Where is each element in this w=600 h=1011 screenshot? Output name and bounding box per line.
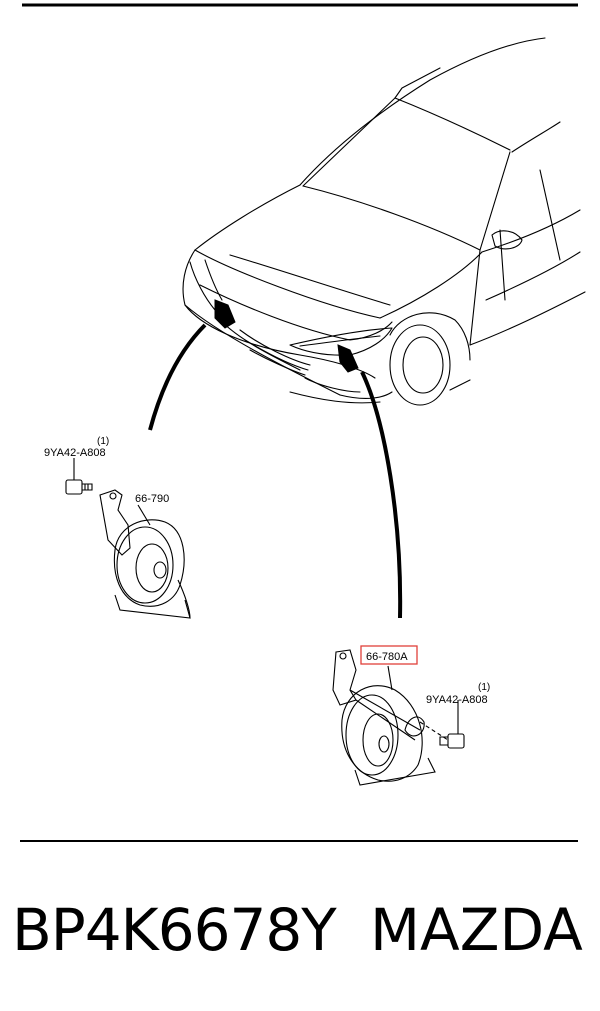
car-illustration [182,37,586,406]
right-horn-illustration [332,649,465,786]
right-horn-bolt-label: 9YA42-A808 [426,694,488,706]
right-horn-part-label: 66-780A [366,651,408,663]
left-horn-bolt-qty: (1) [97,436,109,447]
right-horn-part-highlight [360,645,418,665]
left-horn-part-label: 66-790 [135,493,169,505]
car-horn-locations [214,299,359,373]
left-horn-bolt-label: 9YA42-A808 [44,447,106,459]
right-horn-bolt-qty: (1) [478,682,490,693]
left-horn-illustration [65,458,191,619]
part-number: BP4K6678Y [12,896,337,964]
leader-lines [148,323,403,619]
brand-name: MAZDA [370,896,583,964]
caption-bar: BP4K6678Y MAZDA [0,890,600,980]
